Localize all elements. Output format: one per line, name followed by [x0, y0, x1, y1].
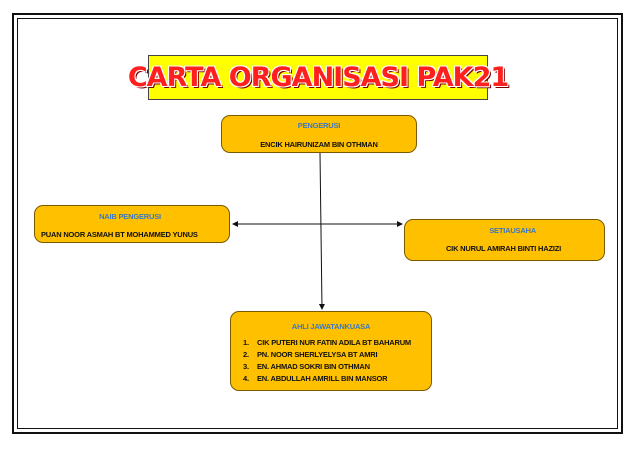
list-item-name: EN. ABDULLAH AMRILL BIN MANSOR — [257, 374, 388, 383]
pengerusi-box: PENGERUSI ENCIK HAIRUNIZAM BIN OTHMAN — [221, 115, 417, 153]
ajk-role: AHLI JAWATANKUASA — [291, 322, 371, 331]
list-item-number: 1. — [243, 338, 249, 347]
ahli-jawatankuasa-box: AHLI JAWATANKUASA 1. CIK PUTERI NUR FATIN… — [230, 311, 432, 391]
list-item: 4. EN. ABDULLAH AMRILL BIN MANSOR — [243, 373, 411, 385]
list-item: 1. CIK PUTERI NUR FATIN ADILA BT BAHARUM — [243, 337, 411, 349]
page-border-inner — [17, 18, 618, 429]
page-border-outer — [12, 13, 623, 434]
list-item-number: 4. — [243, 374, 249, 383]
chart-title: CARTA ORGANISASI PAK21 — [127, 62, 509, 93]
ajk-member-list: 1.CIK PUTERI NUR FATIN ADILA BT BAHARUM … — [243, 337, 411, 385]
naib-pengerusi-name: PUAN NOOR ASMAH BT MOHAMMED YUNUS — [41, 230, 198, 239]
naib-pengerusi-role: NAIB PENGERUSI — [99, 212, 161, 221]
list-item-number: 3. — [243, 362, 249, 371]
list-item: 3. EN. AHMAD SOKRI BIN OTHMAN — [243, 361, 411, 373]
setiausaha-role: SETIAUSAHA — [489, 226, 536, 235]
title-banner: CARTA ORGANISASI PAK21 — [128, 55, 509, 100]
list-item-name: CIK PUTERI NUR FATIN ADILA BT BAHARUM — [257, 338, 411, 347]
pengerusi-role: PENGERUSI — [297, 121, 341, 130]
connector-vertical — [318, 152, 325, 310]
setiausaha-box: SETIAUSAHA CIK NURUL AMIRAH BINTI HAZIZI — [404, 219, 605, 261]
list-item: 2. PN. NOOR SHERLYELYSA BT AMRI — [243, 349, 411, 361]
list-item-number: 2. — [243, 350, 249, 359]
list-item-name: PN. NOOR SHERLYELYSA BT AMRI — [257, 350, 378, 359]
setiausaha-name: CIK NURUL AMIRAH BINTI HAZIZI — [445, 244, 561, 253]
list-item-name: EN. AHMAD SOKRI BIN OTHMAN — [257, 362, 370, 371]
naib-pengerusi-box: NAIB PENGERUSI PUAN NOOR ASMAH BT MOHAMM… — [34, 205, 230, 243]
pengerusi-name: ENCIK HAIRUNIZAM BIN OTHMAN — [260, 140, 378, 149]
